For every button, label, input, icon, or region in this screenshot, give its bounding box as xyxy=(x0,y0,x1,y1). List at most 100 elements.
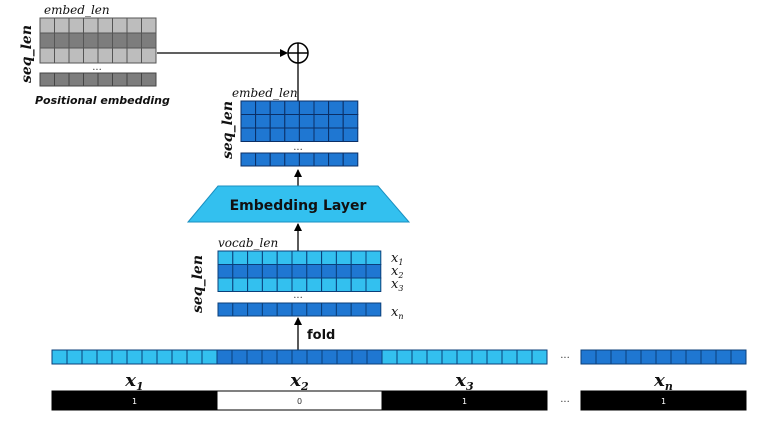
onehot-cell xyxy=(276,264,293,279)
onehot-cell xyxy=(350,250,367,265)
onehot-cell xyxy=(261,250,278,265)
pos-cell xyxy=(39,17,55,34)
sequence-segment-label: x1 xyxy=(124,370,143,393)
embedding-layer-shape xyxy=(186,185,411,223)
pos-cell xyxy=(112,32,128,49)
sequence-cell xyxy=(486,349,503,365)
onehot-cell xyxy=(217,302,234,317)
sequence-segment-label: x3 xyxy=(454,370,474,393)
onehot-cell xyxy=(321,277,337,292)
sequence-cell xyxy=(655,349,672,365)
pos-caption: Positional embedding xyxy=(35,94,170,107)
onehot-cell xyxy=(247,277,263,292)
embedded-cell xyxy=(255,127,271,142)
onehot-row-label: xn xyxy=(391,305,404,321)
embedded-grid xyxy=(240,100,359,142)
onehot-cell xyxy=(276,277,293,292)
onehot-ellipsis: ... xyxy=(293,290,303,301)
onehot-cell xyxy=(335,277,352,292)
embedded-cell xyxy=(313,127,330,142)
embedding-layer-label: Embedding Layer xyxy=(230,198,367,214)
pos-cell xyxy=(83,17,99,34)
sequence-cell xyxy=(411,349,428,365)
sequence-cell xyxy=(471,349,488,365)
embedded-cell xyxy=(255,114,271,129)
onehot-cell xyxy=(365,250,382,265)
onehot-cell xyxy=(365,302,382,317)
pos-embed-len-label: embed_len xyxy=(44,3,110,17)
embedded-cell xyxy=(342,127,359,142)
sequence-cell xyxy=(231,349,248,365)
sequence-cell xyxy=(66,349,83,365)
pos-cell xyxy=(68,47,84,64)
pos-seq-len-label: seq_len xyxy=(19,25,35,83)
sequence-cell xyxy=(126,349,143,365)
pos-cell xyxy=(97,32,113,49)
sequence-cell xyxy=(640,349,657,365)
sequence-cell xyxy=(111,349,128,365)
onehot-cell xyxy=(261,302,278,317)
pos-cell xyxy=(68,72,84,87)
sequence-cell xyxy=(321,349,338,365)
sequence-cell xyxy=(51,349,68,365)
sequence-segment-label: x2 xyxy=(289,370,309,393)
positional-embedding-block: embed_len seq_len ... Positional embeddi… xyxy=(19,3,170,107)
sequence-cell xyxy=(531,349,548,365)
sequence-cell xyxy=(715,349,732,365)
sequence-cell xyxy=(426,349,443,365)
pos-cell xyxy=(83,47,99,64)
onehot-cell xyxy=(217,264,234,279)
embedding-layer: Embedding Layer xyxy=(186,185,411,223)
sequence-cell xyxy=(595,349,612,365)
embedded-cell xyxy=(240,127,257,142)
onehot-cell xyxy=(335,250,352,265)
onehot-cell xyxy=(291,264,308,279)
pos-cell xyxy=(54,47,70,64)
pos-cell xyxy=(68,17,84,34)
pos-cell xyxy=(68,32,84,49)
onehot-cell xyxy=(335,302,352,317)
sequence-cell xyxy=(501,349,518,365)
embedded-cell xyxy=(255,100,271,115)
sequence-cell xyxy=(441,349,458,365)
sequence-cell xyxy=(351,349,368,365)
onehot-cell xyxy=(335,264,352,279)
emb-ellipsis: ... xyxy=(293,142,303,153)
onehot-cell xyxy=(291,250,308,265)
value-ellipsis: ... xyxy=(560,394,570,405)
fold-label: fold xyxy=(307,328,335,343)
embedded-cell xyxy=(342,100,359,115)
pos-cell xyxy=(126,32,142,49)
embedded-cell xyxy=(284,127,300,142)
onehot-cell xyxy=(261,277,278,292)
sequence-segment-label: xn xyxy=(653,370,673,393)
embedded-cell xyxy=(313,152,330,167)
pos-ellipsis: ... xyxy=(92,62,102,73)
onehot-cell xyxy=(291,302,308,317)
sequence-cell xyxy=(96,349,113,365)
sequence-cell xyxy=(625,349,642,365)
pos-cell xyxy=(112,17,128,34)
embedded-output-block: embed_len seq_len ... xyxy=(220,86,359,167)
sequence-cell xyxy=(456,349,473,365)
pos-cell xyxy=(126,17,142,34)
embedded-cell xyxy=(269,114,286,129)
sequence-cell xyxy=(141,349,158,365)
sequence-cell xyxy=(730,349,747,365)
value-label: 1 xyxy=(462,397,467,406)
embedded-cell xyxy=(298,100,315,115)
pos-cell xyxy=(126,72,142,87)
sequence-cell xyxy=(171,349,188,365)
embedded-last-row xyxy=(240,152,359,167)
emb-embed-len-label: embed_len xyxy=(232,86,298,100)
embedded-cell xyxy=(342,114,359,129)
pos-cell xyxy=(141,17,157,34)
sequence-cell xyxy=(396,349,413,365)
sequence-cell xyxy=(366,349,383,365)
sequence-cell xyxy=(261,349,278,365)
embedded-cell xyxy=(298,114,315,129)
embedded-cell xyxy=(284,114,300,129)
onehot-cell xyxy=(306,277,323,292)
